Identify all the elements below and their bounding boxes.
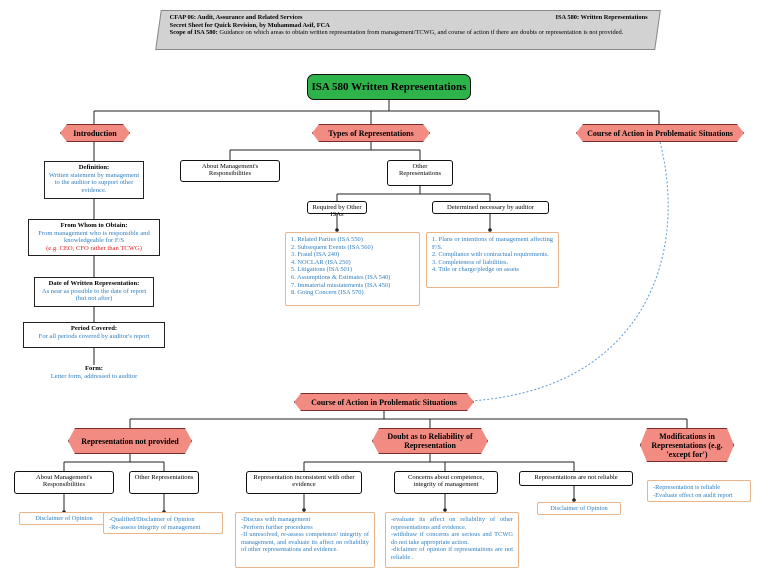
modifications-node: Modifications in Representations (e.g. '… (640, 428, 734, 462)
required-item: 8. Going Concern (ISA 570) (291, 289, 364, 297)
np-mgmt-box: About Management's Responsibilities (14, 471, 114, 494)
main-title: ISA 580 Written Representations (307, 74, 471, 100)
types-mgmt-box: About Management's Responsibilities (180, 160, 280, 182)
course-node: Course of Action in Problematic Situatio… (294, 393, 474, 411)
scope-text: Guidance on which areas to obtain writte… (219, 29, 624, 37)
inconsistent-action: -Discuss with management (241, 516, 311, 523)
determined-list: 1. Plans or intentions of management aff… (426, 232, 559, 288)
types-node: Types of Representations (312, 124, 430, 142)
doubt-not-reliable-box: Representations are not reliable (519, 471, 633, 486)
modification-actions: -Representation is reliable -Evaluate ef… (647, 480, 751, 502)
definition-box: Definition: Written statement by managem… (44, 161, 144, 199)
doubt-node: Doubt as to Reliability of Representatio… (372, 428, 488, 454)
required-item: 4. NOCLAR (ISA 250) (291, 258, 351, 266)
header-banner: CFAP 06: Audit, Assurance and Related Se… (155, 10, 661, 50)
np-other-action: -Qualified/Disclaimer of Opinion (109, 516, 195, 523)
not-provided-node: Representation not provided (68, 428, 192, 454)
concerns-action: -diclaimer of opinion if representations… (391, 546, 513, 561)
required-item: 7. Immaterial misstatements (ISA 450) (291, 281, 391, 289)
modification-action: -Representation is reliable (653, 484, 721, 491)
form-text: Letter form, addressed to auditor (50, 372, 138, 380)
types-other-box: Other Representations (387, 160, 453, 186)
introduction-node: Introduction (60, 124, 130, 142)
course-top-node: Course of Action in Problematic Situatio… (576, 124, 744, 142)
concerns-action: -evaluate its affect on reliability of o… (391, 516, 513, 531)
determined-item: 1. Plans or intentions of management aff… (432, 236, 553, 251)
date-label: Date of Written Representation: (48, 280, 140, 287)
period-box: Period Covered: For all periods covered … (23, 322, 165, 348)
np-other-box: Other Representations (129, 471, 199, 494)
required-item: 3. Fraud (ISA 240) (291, 251, 340, 259)
required-item: 1. Related Parties (ISA 550) (291, 236, 363, 243)
required-box: Required by Other ISAs (307, 201, 367, 218)
concerns-actions: -evaluate its affect on reliability of o… (385, 512, 519, 568)
modification-action: -Evaluate effect on audit report (653, 491, 733, 499)
determined-box: Determined necessary by auditor (432, 201, 549, 214)
determined-item: 2. Compliance with contractual requireme… (432, 251, 549, 259)
inconsistent-action: -Perform further procedures (241, 523, 313, 531)
author-line: Secret Sheet for Quick Revision, by Muha… (169, 21, 330, 29)
determined-item: 3. Completeness of liabilities. (432, 258, 509, 266)
doubt-inconsistent-box: Representation inconsistent with other e… (246, 471, 362, 494)
np-other-actions: -Qualified/Disclaimer of Opinion -Re-ass… (103, 512, 223, 534)
determined-item: 4. Title or charge/pledge on assets (432, 266, 519, 274)
doubt-concerns-box: Concerns about competence, integrity of … (394, 471, 498, 494)
required-list: 1. Related Parties (ISA 550) 2. Subseque… (285, 232, 420, 306)
whom-text: From management who is responsible and k… (38, 229, 150, 245)
scope-label: Scope of ISA 580: (169, 29, 218, 37)
course-title: CFAP 06: Audit, Assurance and Related Se… (169, 14, 303, 21)
concerns-action: -withdraw if concerns are serious and TC… (391, 531, 513, 546)
not-reliable-action: Disclaimer of Opinion (537, 502, 621, 515)
inconsistent-action: -If unresolved, re-assess competence/ in… (241, 531, 369, 554)
topic-title: ISA 580: Written Representations (555, 14, 648, 21)
definition-text: Written statement by management to the a… (48, 171, 140, 194)
np-mgmt-action: Disclaimer of Opinion (19, 512, 109, 525)
definition-label: Definition: (78, 164, 110, 171)
np-other-action: -Re-assess integrity of management (109, 523, 201, 531)
date-text: As near as possible to the date of repor… (41, 287, 147, 303)
scope-line: Scope of ISA 580: Guidance on which area… (170, 29, 648, 37)
date-box: Date of Written Representation: As near … (34, 277, 154, 307)
whom-label: From Whom to Obtain: (60, 222, 128, 229)
form-box: Form: Letter form, addressed to auditor (30, 365, 158, 385)
required-item: 5. Litigations (ISA 501) (291, 266, 353, 274)
inconsistent-actions: -Discuss with management -Perform furthe… (235, 512, 375, 568)
required-item: 6. Assumptions & Estimates (ISA 540) (291, 273, 391, 281)
whom-box: From Whom to Obtain: From management who… (28, 219, 160, 256)
whom-note: (e.g. CEO, CFO rather than TCWG) (46, 244, 142, 252)
period-text: For all periods covered by auditor's rep… (38, 332, 150, 340)
period-label: Period Covered: (70, 325, 118, 332)
required-item: 2. Subsequent Events (ISA 560) (291, 243, 373, 251)
form-label: Form: (85, 365, 103, 372)
